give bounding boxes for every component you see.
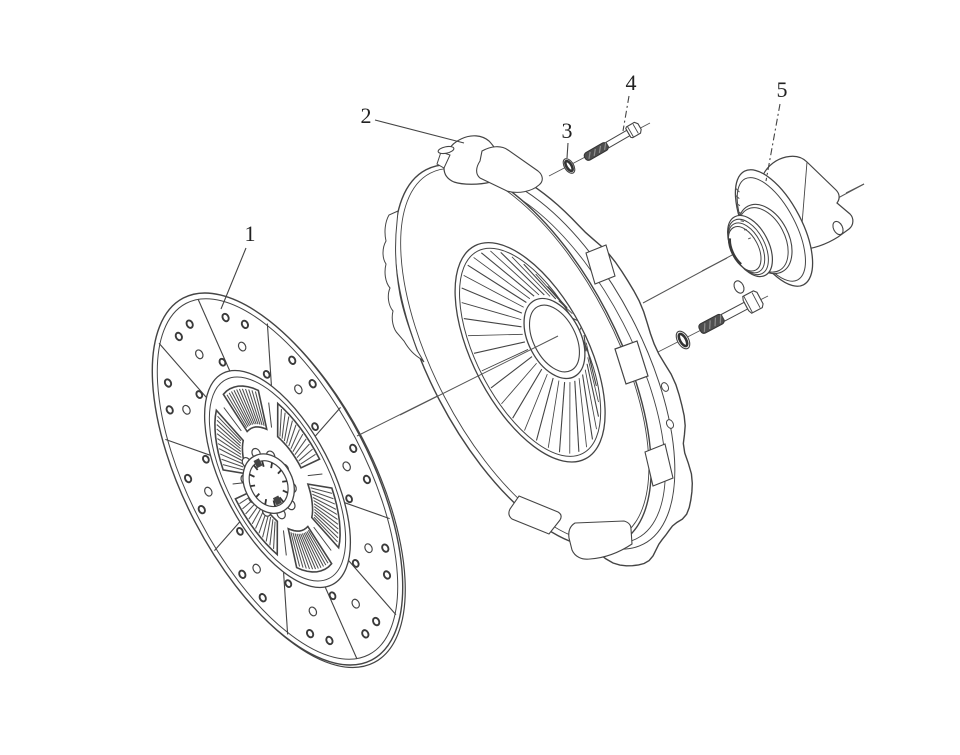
svg-text:1: 1	[245, 221, 256, 246]
svg-text:4: 4	[626, 70, 637, 95]
svg-text:3: 3	[562, 118, 573, 143]
svg-text:2: 2	[361, 103, 372, 128]
svg-text:5: 5	[777, 77, 788, 102]
